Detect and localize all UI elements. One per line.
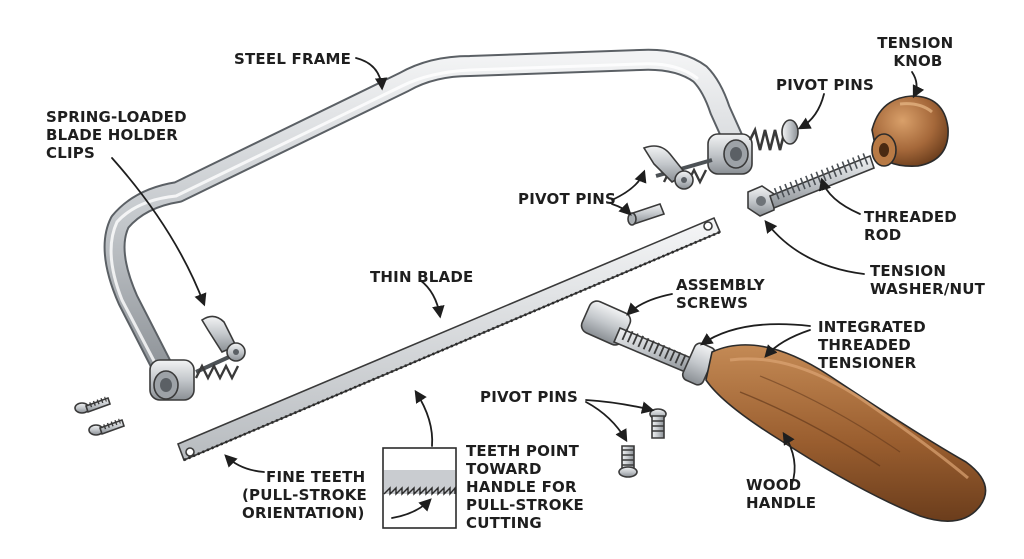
thin-blade bbox=[176, 216, 722, 462]
label-pivot-pins-mid: PIVOT PINS bbox=[518, 190, 616, 208]
label-assembly-screws: ASSEMBLY SCREWS bbox=[676, 276, 770, 312]
screw bbox=[618, 445, 638, 478]
leader-tension-knob bbox=[911, 71, 925, 99]
label-thin-blade: THIN BLADE bbox=[370, 268, 473, 286]
leader-wood-handle bbox=[782, 431, 796, 485]
lower-pivot-pins bbox=[618, 408, 667, 478]
label-pivot-pins-top: PIVOT PINS bbox=[776, 76, 874, 94]
tension-knob bbox=[871, 95, 949, 167]
teeth-detail-inset bbox=[382, 447, 457, 529]
labels: STEEL FRAME SPRING-LOADED BLADE HOLDER C… bbox=[46, 34, 986, 532]
label-spring-clips: SPRING-LOADED BLADE HOLDER CLIPS bbox=[46, 108, 192, 162]
leader-teeth-inset bbox=[414, 389, 434, 447]
label-tension-washer: TENSION WASHER/NUT bbox=[870, 262, 986, 298]
leader-pivot-pins-top bbox=[797, 93, 825, 130]
label-tension-knob: TENSION KNOB bbox=[877, 34, 959, 70]
leader-steel-frame bbox=[355, 57, 388, 91]
pivot-pin bbox=[627, 203, 666, 226]
leader-pivot-pins-mid-b bbox=[611, 202, 632, 216]
leader-assembly-screws bbox=[626, 293, 673, 316]
integrated-threaded-tensioner bbox=[580, 300, 717, 386]
steel-frame bbox=[103, 48, 753, 401]
leader-pivot-pins-low-b bbox=[585, 401, 628, 443]
label-fine-teeth: FINE TEETH (PULL-STROKE ORIENTATION) bbox=[242, 468, 372, 522]
label-integrated-tensioner: INTEGRATED THREADED TENSIONER bbox=[818, 318, 931, 372]
leader-tensioner-a bbox=[699, 323, 811, 346]
leader-tension-washer bbox=[764, 220, 865, 275]
frame-left-end bbox=[149, 359, 195, 401]
right-spring-clip bbox=[642, 145, 713, 190]
leader-thin-blade bbox=[419, 279, 445, 319]
frame-right-end bbox=[707, 133, 753, 175]
label-pivot-pins-low: PIVOT PINS bbox=[480, 388, 578, 406]
pivot-spring bbox=[748, 119, 799, 151]
screw bbox=[88, 418, 126, 436]
leader-pivot-pins-low-a bbox=[585, 399, 655, 414]
screw bbox=[74, 396, 112, 414]
label-teeth-note: TEETH POINT TOWARD HANDLE FOR PULL-STROK… bbox=[466, 442, 589, 532]
label-threaded-rod: THREADED ROD bbox=[864, 208, 962, 244]
leader-threaded-rod bbox=[818, 177, 861, 215]
screw bbox=[649, 408, 667, 439]
leader-pivot-pins-mid-a bbox=[611, 169, 647, 201]
leader-lines bbox=[111, 57, 925, 485]
teeth-direction-arrow bbox=[391, 498, 432, 519]
leader-fine-teeth bbox=[224, 454, 265, 473]
wood-handle bbox=[705, 344, 987, 522]
leader-spring-clips bbox=[111, 157, 207, 307]
assembly-screws bbox=[74, 396, 126, 436]
tension-washer-nut bbox=[747, 185, 775, 217]
left-spring-clip bbox=[194, 315, 246, 381]
label-steel-frame: STEEL FRAME bbox=[234, 50, 351, 68]
leader-tensioner-b bbox=[764, 329, 811, 358]
label-wood-handle: WOOD HANDLE bbox=[746, 476, 816, 512]
